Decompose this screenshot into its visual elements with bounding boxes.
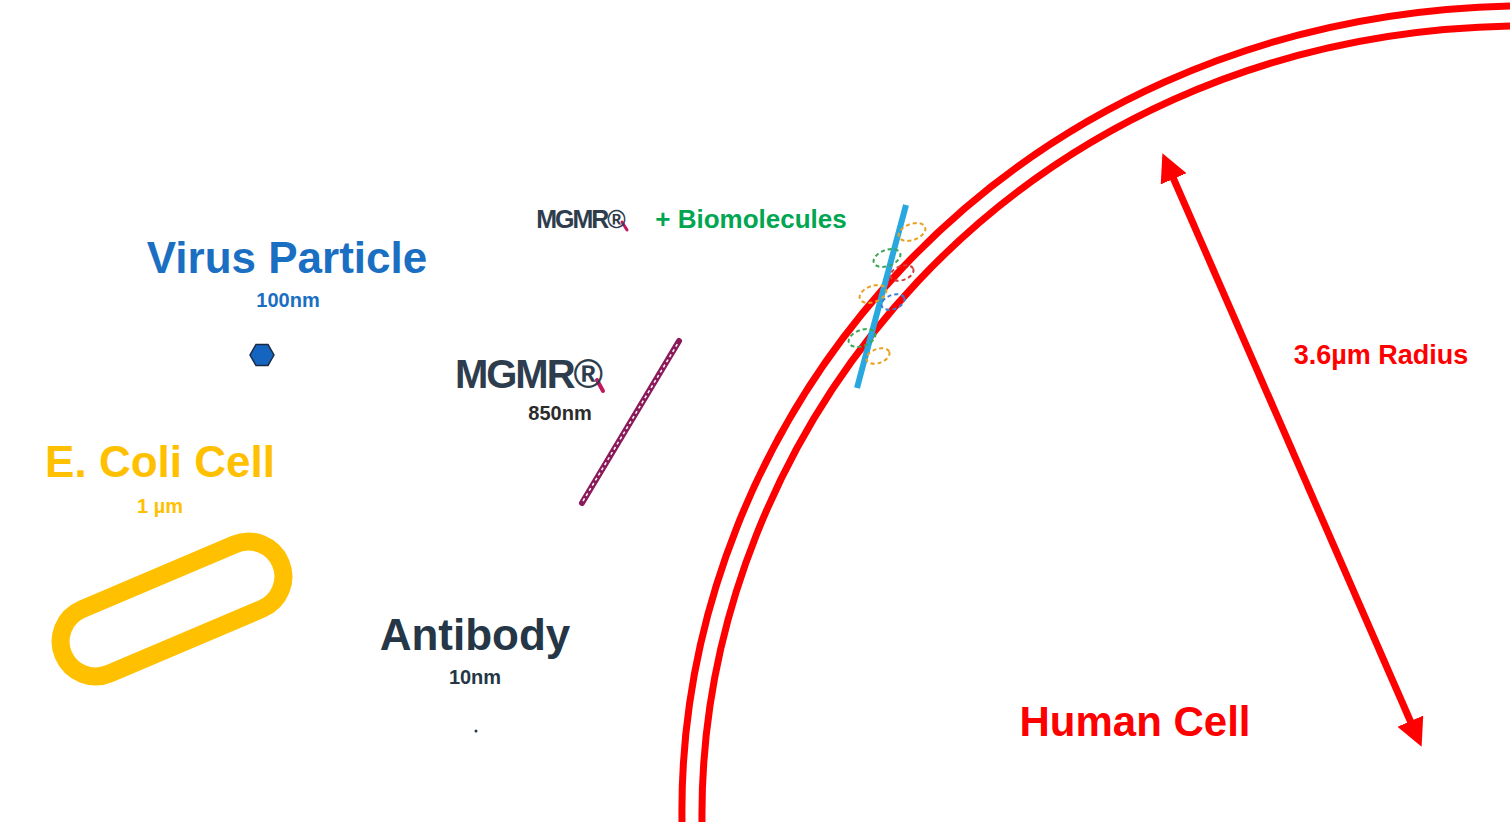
size-label: 100nm <box>256 290 319 310</box>
radius-arrow <box>1168 166 1416 734</box>
logo-text: MGMR® <box>536 207 624 232</box>
heading-label: + Biomolecules <box>655 206 846 232</box>
size-label: 10nm <box>449 667 501 687</box>
size-label: 1 µm <box>137 496 183 516</box>
virus-hexagon <box>250 345 274 366</box>
mgmr-biomolecule-rod <box>857 205 906 388</box>
biomolecules <box>846 220 928 367</box>
logo-text: MGMR® <box>455 354 601 394</box>
size-label: 850nm <box>528 403 591 423</box>
cell-membrane-inner <box>702 26 1510 822</box>
dimension-label: 3.6µm Radius <box>1294 342 1469 369</box>
ecoli-capsule <box>50 531 295 688</box>
cell-membrane-outer <box>682 6 1510 822</box>
antibody-dot <box>475 730 478 733</box>
heading-label: E. Coli Cell <box>45 440 275 484</box>
heading-label: Virus Particle <box>147 236 427 280</box>
heading-label: Antibody <box>380 613 571 657</box>
heading-label: Human Cell <box>1019 701 1250 743</box>
